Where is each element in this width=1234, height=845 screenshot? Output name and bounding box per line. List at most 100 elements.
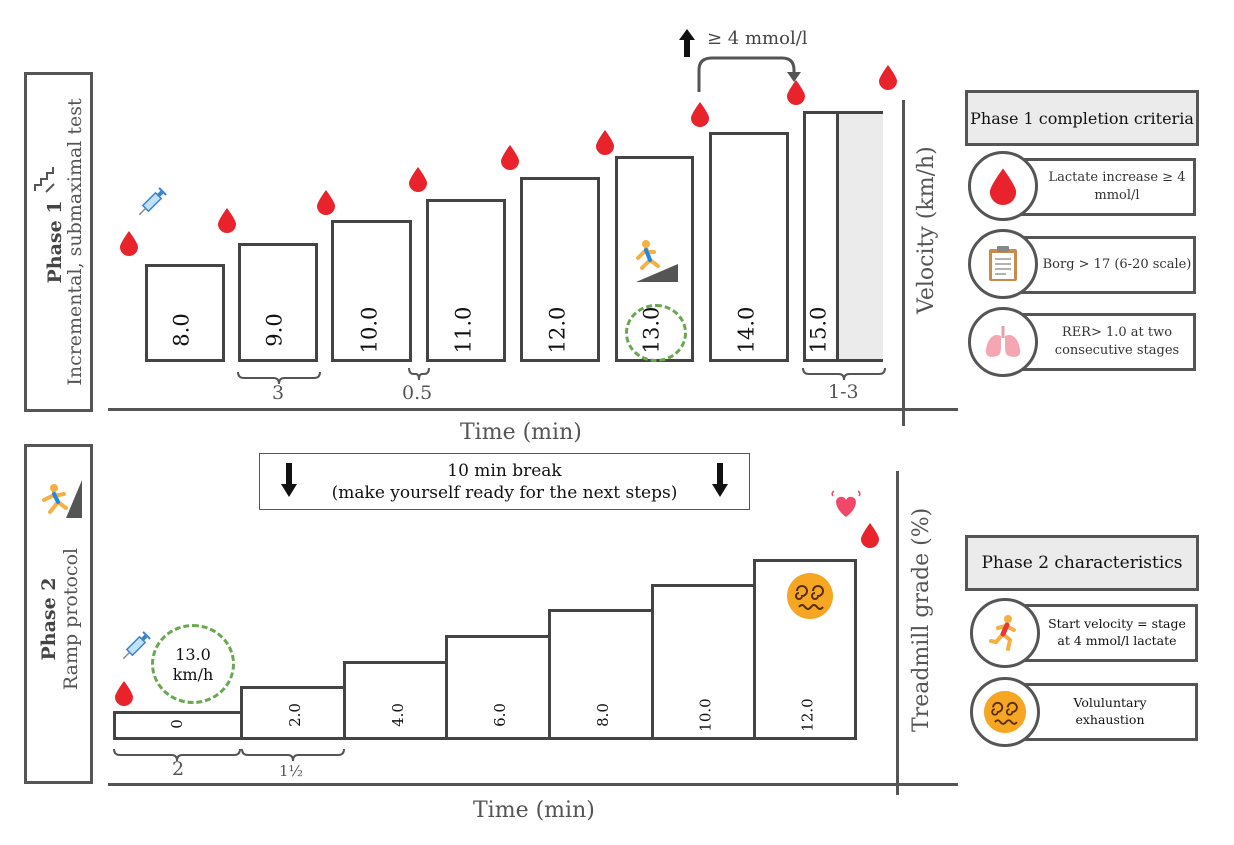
stairs-icon xyxy=(34,167,55,193)
phase2-bar-label: 8.0 xyxy=(593,703,612,727)
phase1-bar-label: 11.0 xyxy=(451,306,476,354)
phase2-bar xyxy=(343,661,448,740)
blood-drop-icon xyxy=(501,145,519,170)
phase2-x-axis-label: Time (min) xyxy=(473,798,595,823)
clipboard-icon xyxy=(989,246,1017,281)
phase2-criterion xyxy=(1010,683,1198,741)
brace-label: 1½ xyxy=(279,762,304,780)
break-line1: 10 min break xyxy=(447,461,562,481)
runner-incline-icon xyxy=(42,480,82,518)
phase1-criteria-title: Phase 1 completion criteria xyxy=(965,90,1199,146)
phase1-bar-label: 8.0 xyxy=(169,313,194,347)
blood-drop-icon xyxy=(115,681,133,706)
start-velocity-text: 13.0 km/h xyxy=(151,645,235,685)
criterion-text: Start velocity = stage at 4 mmol/l lacta… xyxy=(1048,616,1186,648)
phase1-label-box xyxy=(24,72,93,412)
blood-drop-icon xyxy=(317,190,335,215)
phase2-bar-label: 0 xyxy=(167,719,186,729)
phase2-bar-label: 2.0 xyxy=(285,703,304,727)
criterion-text: RER> 1.0 at two consecutive stages xyxy=(1054,325,1180,358)
blood-drop-icon xyxy=(596,130,614,155)
blood-drop-icon xyxy=(218,208,236,233)
highlight-circle xyxy=(625,304,687,362)
blood-drop-icon xyxy=(989,168,1017,205)
lungs-icon xyxy=(985,326,1021,357)
runner-incline-icon xyxy=(636,240,678,282)
phase1-y-axis-label: Velocity (km/h) xyxy=(914,146,939,314)
brace xyxy=(113,748,241,762)
phase2-label: Phase 2 Ramp protocol xyxy=(38,536,82,702)
phase1-bar xyxy=(238,243,318,362)
brace xyxy=(408,367,430,381)
phase1-x-axis xyxy=(108,408,958,411)
phase2-criteria-title: Phase 2 characteristics xyxy=(965,535,1199,591)
start-velocity-value: 13.0 xyxy=(175,645,211,664)
phase2-bar xyxy=(113,711,243,740)
phase1-label-bold: Phase 1 xyxy=(44,200,66,284)
break-box: 10 min break (make yourself ready for th… xyxy=(259,453,750,510)
brace-label: 0.5 xyxy=(402,382,433,404)
criterion-text: Voluluntary exhaustion xyxy=(1073,695,1147,727)
phase2-bar-label: 6.0 xyxy=(490,703,509,727)
start-velocity-circle xyxy=(151,624,235,704)
phase1-bar xyxy=(145,264,225,362)
phase2-bar xyxy=(240,686,346,740)
phase1-label: Phase 1 Incremental, submaximal test xyxy=(44,72,86,412)
criterion-icon-circle xyxy=(968,307,1038,377)
syringe-icon xyxy=(122,631,151,660)
criterion-icon-circle xyxy=(968,229,1038,299)
break-line2: (make yourself ready for the next steps) xyxy=(331,483,678,504)
phase1-y-axis xyxy=(902,100,905,426)
criterion-text: Lactate increase ≥ 4 mmol/l xyxy=(1048,170,1186,203)
phase2-bar xyxy=(445,635,551,740)
phase1-bar-label: 9.0 xyxy=(262,313,287,347)
phase1-x-axis-label: Time (min) xyxy=(460,420,582,445)
phase1-bar xyxy=(709,132,789,362)
start-velocity-unit: km/h xyxy=(172,665,214,684)
criterion-icon-circle xyxy=(970,677,1040,747)
criterion-icon-circle xyxy=(968,151,1038,221)
phase1-bar xyxy=(426,199,506,362)
brace xyxy=(237,371,321,385)
phase2-x-axis xyxy=(108,783,958,786)
phase1-bar-shaded xyxy=(836,114,883,359)
criterion-text: Borg > 17 (6-20 scale) xyxy=(1042,257,1192,273)
phase1-criterion xyxy=(1008,236,1196,294)
phase1-bar-label: 10.0 xyxy=(357,306,382,354)
blood-drop-icon xyxy=(120,231,138,256)
phase1-bar-label: 14.0 xyxy=(734,306,759,354)
down-arrow-icon xyxy=(712,463,728,497)
phase1-label-rest: Incremental, submaximal test xyxy=(64,98,86,386)
down-arrow-icon xyxy=(281,463,297,497)
blood-drop-icon xyxy=(879,65,897,90)
up-arrow-icon xyxy=(679,29,695,57)
phase2-y-axis xyxy=(896,471,899,795)
blood-drop-icon xyxy=(861,523,879,548)
lactate-note: ≥ 4 mmol/l xyxy=(707,28,808,49)
phase2-bar-label: 4.0 xyxy=(388,703,407,727)
phase1-bar-label: 12.0 xyxy=(545,306,570,354)
phase1-criterion xyxy=(1008,158,1196,216)
brace xyxy=(802,367,886,381)
brace xyxy=(241,748,345,762)
runner-icon xyxy=(989,615,1016,651)
phase1-bar xyxy=(520,177,600,362)
phase2-bar xyxy=(651,584,756,740)
phase1-bar xyxy=(331,220,412,362)
blood-drop-icon xyxy=(409,167,427,192)
dizzy-face-icon xyxy=(983,690,1027,734)
brace-label: 1-3 xyxy=(828,381,859,403)
phase1-bar-label: 15.0 xyxy=(806,306,831,354)
brace-label: 2 xyxy=(172,758,185,780)
lactate-bracket-arrow xyxy=(697,56,801,92)
brace-label: 3 xyxy=(272,382,285,404)
phase1-criterion xyxy=(1008,313,1196,371)
phase2-bar-label: 12.0 xyxy=(798,698,817,732)
phase2-y-axis-label: Treadmill grade (%) xyxy=(909,507,934,732)
dizzy-face-icon xyxy=(787,573,833,619)
phase2-label-bold: Phase 2 xyxy=(38,577,60,661)
blood-drop-icon xyxy=(787,80,805,105)
phase2-bar-label: 10.0 xyxy=(696,698,715,732)
phase2-label-rest: Ramp protocol xyxy=(60,547,82,691)
heart-icon xyxy=(831,490,861,517)
